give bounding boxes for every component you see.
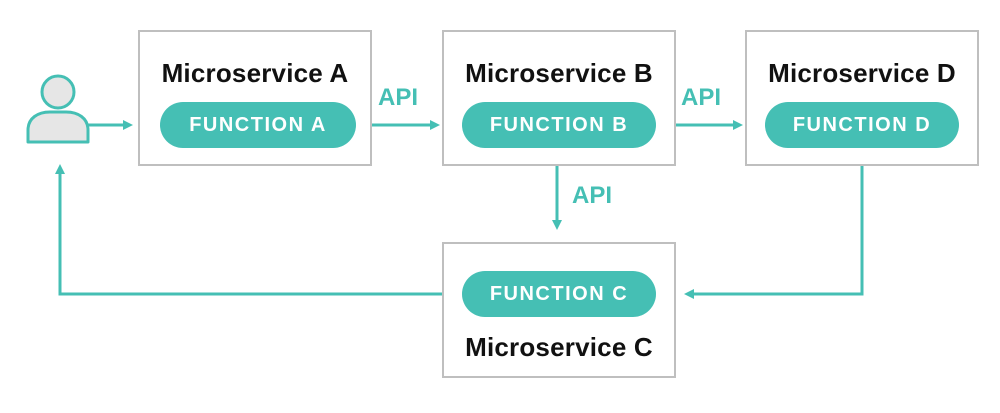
microservice-a-title: Microservice A bbox=[161, 58, 349, 88]
function-d-pill: FUNCTION D bbox=[765, 102, 959, 148]
api-label-a-to-b: API bbox=[378, 84, 419, 111]
microservice-c-title: Microservice C bbox=[465, 332, 653, 362]
function-a-pill: FUNCTION A bbox=[160, 102, 356, 148]
function-b-pill: FUNCTION B bbox=[462, 102, 656, 148]
microservice-b-title: Microservice B bbox=[465, 58, 653, 88]
api-label-b-to-d: API bbox=[681, 84, 722, 111]
api-label-b-to-c: API bbox=[572, 182, 613, 209]
function-c-pill: FUNCTION C bbox=[462, 271, 656, 317]
arrow-d-to-c bbox=[684, 150, 864, 299]
microservice-d-title: Microservice D bbox=[768, 58, 956, 88]
arrow-c-to-user bbox=[55, 164, 462, 296]
user-icon bbox=[26, 74, 90, 144]
